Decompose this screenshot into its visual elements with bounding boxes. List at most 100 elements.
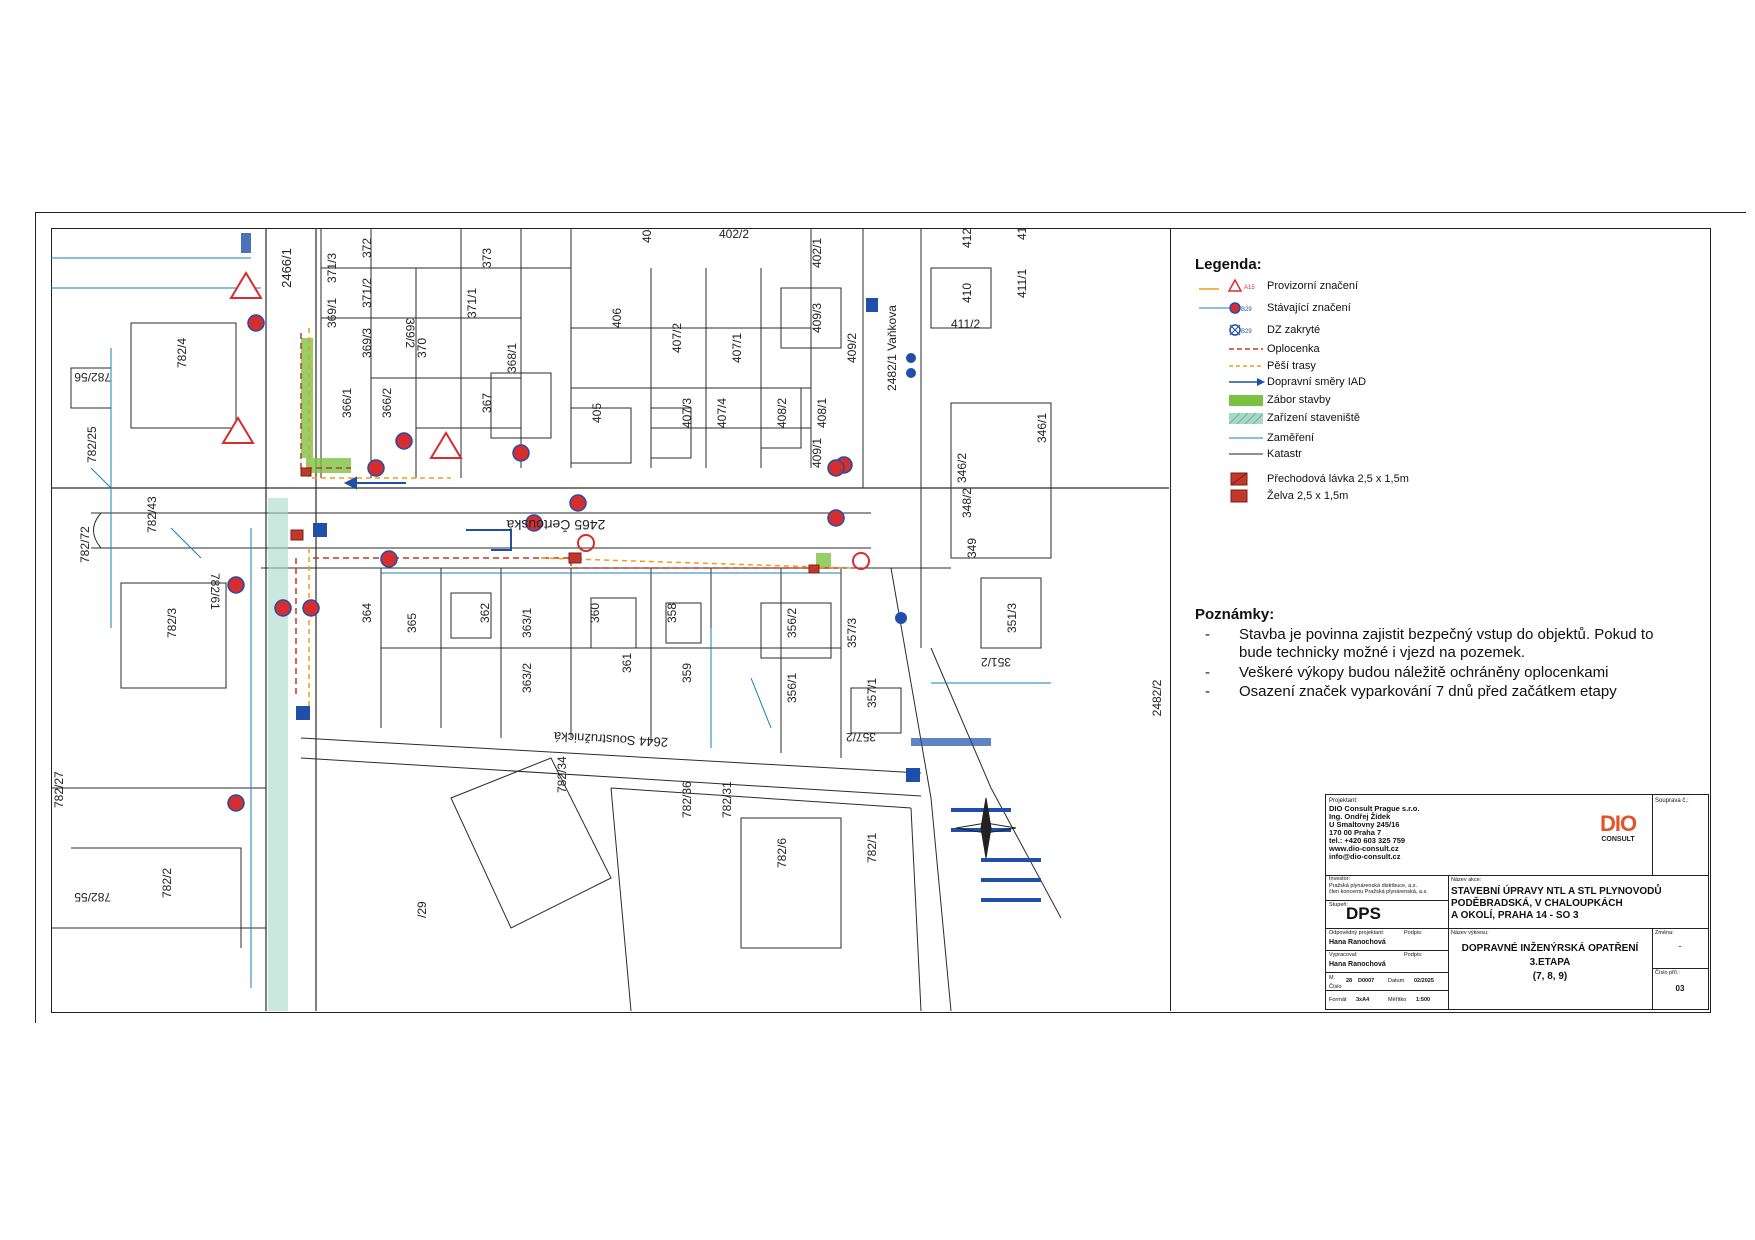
street-label-2466: 2466/1	[279, 248, 294, 288]
parcel-label: 363/2	[520, 663, 534, 693]
attachment-number-cell: Číslo příl.: 03	[1652, 968, 1708, 1009]
parcel-label: 346/2	[955, 453, 969, 483]
parcel-label: 782/4	[175, 338, 189, 368]
legend-item: A15 Provizorní značení	[1195, 278, 1358, 294]
parcel-label: 371/2	[360, 278, 374, 308]
row1-date: 02/2025	[1414, 978, 1434, 984]
legend-panel	[1170, 228, 1710, 1011]
parcel-label: 402/1	[810, 238, 824, 268]
site-map: 2465 Čertouská 2644 Soustružnická 2482/1…	[51, 228, 1169, 1011]
pedestrian-routes	[308, 328, 852, 708]
project-line: PODĚBRADSKÁ, V CHALOUPKÁCH	[1451, 898, 1623, 909]
note-text: Veškeré výkopy budou náležitě ochráněny …	[1239, 664, 1609, 681]
row1-v1: 28	[1346, 978, 1353, 984]
designer-line: tel.: +420 603 325 759	[1329, 836, 1406, 845]
covered-sign-code: B29	[1241, 329, 1252, 335]
sheet-frame	[35, 212, 1746, 1023]
row2-format: 3xA4	[1356, 997, 1370, 1003]
parcel-label: 356/2	[785, 608, 799, 638]
site-facility-area	[268, 498, 288, 1011]
parcel-label: 782/43	[145, 496, 159, 533]
pedestrian-route-icon	[1195, 359, 1267, 373]
project-line: STAVEBNÍ ÚPRAVY NTL A STL PLYNOVODŮ	[1451, 886, 1662, 897]
drawing-cell: Název výkresu: DOPRAVNÉ INŽENÝRSKÁ OPATŘ…	[1448, 928, 1653, 1009]
legend-label: Katastr	[1267, 448, 1302, 460]
parcel-label: 782/3	[165, 608, 179, 638]
drawing-frame	[51, 228, 1711, 1013]
notes-title: Poznámky:	[1195, 606, 1275, 623]
row2-scale: 1:500	[1416, 997, 1431, 1003]
number-value: 03	[1675, 984, 1685, 993]
parcel-label: 782/31	[720, 781, 734, 818]
parcel-label: 408/2	[775, 398, 789, 428]
turtle-barrier-icon	[1195, 489, 1267, 503]
legend-label: Oplocenka	[1267, 343, 1320, 355]
parcel-label: 366/1	[340, 388, 354, 418]
traffic-direction-icon	[1195, 375, 1267, 389]
logo-text-bottom: CONSULT	[1601, 836, 1635, 843]
legend-label: DZ zakryté	[1267, 324, 1321, 336]
legend-item: Oplocenka	[1195, 341, 1320, 357]
parcel-numbers: 782/56 782/4 782/25 782/43 782/61 782/72…	[52, 228, 1049, 918]
stage-label: Stupeň:	[1329, 902, 1348, 908]
legend-item: Zaměření	[1195, 430, 1314, 446]
parcel-label: 371/1	[465, 288, 479, 318]
parcel-label: 782/34	[555, 756, 569, 793]
responsible-label: Odpovědný projektant:	[1329, 930, 1385, 936]
parcel-label: 782/61	[208, 573, 222, 610]
legend-item: B29 DZ zakryté	[1195, 322, 1320, 338]
parcel-label: 782/27	[52, 771, 66, 808]
parcel-label: 351/3	[1005, 603, 1019, 633]
drawn-name: Hana Ranochová	[1329, 961, 1386, 968]
parcel-label: 402/2	[719, 228, 749, 241]
parcel-label: 358	[665, 603, 679, 623]
street-label-certouska: 2465 Čertouská	[506, 517, 605, 533]
construction-zone	[301, 338, 831, 568]
designer-cell: Projektant: DIO Consult Prague s.r.o. In…	[1326, 795, 1653, 876]
number-row: M. Číslo zak. 28 D0007 Datum 02/2025	[1326, 972, 1449, 991]
site-map-svg: 2465 Čertouská 2644 Soustružnická 2482/1…	[51, 228, 1169, 1011]
parcel-label: 404	[640, 228, 654, 243]
parcel-label: 357/3	[845, 618, 859, 648]
survey-line-icon	[1195, 431, 1267, 445]
row2-scale-label: Měřítko	[1388, 997, 1407, 1003]
parcel-label: 366/2	[380, 388, 394, 418]
stage-cell: Stupeň: DPS	[1326, 900, 1449, 929]
legend-label: Želva 2,5 x 1,5m	[1267, 490, 1349, 502]
parcel-label: 361	[620, 653, 634, 673]
project-cell: Název akce: STAVEBNÍ ÚPRAVY NTL A STL PL…	[1448, 875, 1708, 929]
parcel-label: 369/3	[360, 328, 374, 358]
parcel-label: 349	[965, 538, 979, 558]
legend-label: Stávající značení	[1267, 302, 1351, 314]
drawing-line: (7, 8, 9)	[1532, 971, 1568, 982]
investor-line: člen koncernu Pražská plynárenská, a.s.	[1329, 889, 1428, 895]
covered-sign-icon: B29	[1195, 323, 1267, 337]
street-label-2482-2: 2482/2	[1150, 679, 1164, 716]
parcel-label: 357/1	[865, 678, 879, 708]
north-arrow-icon	[955, 797, 1017, 859]
note-text: Osazení značek vyparkování 7 dnů před za…	[1239, 683, 1617, 700]
legend-label: Zaměření	[1267, 432, 1315, 444]
construction-area-icon	[1195, 393, 1267, 407]
parcel-label: 407/1	[730, 333, 744, 363]
designer-line: info@dio-consult.cz	[1329, 852, 1401, 861]
parcel-label: 408/1	[815, 398, 829, 428]
parcel-label: 406	[610, 308, 624, 328]
footbridge-icon	[1195, 472, 1267, 486]
parcel-label: 782/2	[160, 868, 174, 898]
legend-item: Zábor stavby	[1195, 392, 1331, 408]
legend-label: Zařízení staveniště	[1267, 412, 1360, 424]
legend-item: Pěší trasy	[1195, 358, 1316, 374]
change-value: -	[1678, 941, 1682, 951]
row1-date-label: Datum	[1388, 978, 1405, 984]
fence-line-icon	[1195, 342, 1267, 356]
footbridges	[290, 467, 820, 574]
row2-label: Formát	[1329, 997, 1347, 1003]
parcel-label: 370	[415, 338, 429, 358]
signature-label: Podpis:	[1404, 952, 1423, 958]
note-text: Stavba je povinna zajistit bezpečný vstu…	[1239, 626, 1654, 661]
parcel-label: 407/4	[715, 398, 729, 428]
parcel-label: 362	[478, 603, 492, 623]
parcel-label: 409/2	[845, 333, 859, 363]
parcel-label: 359	[680, 663, 694, 683]
